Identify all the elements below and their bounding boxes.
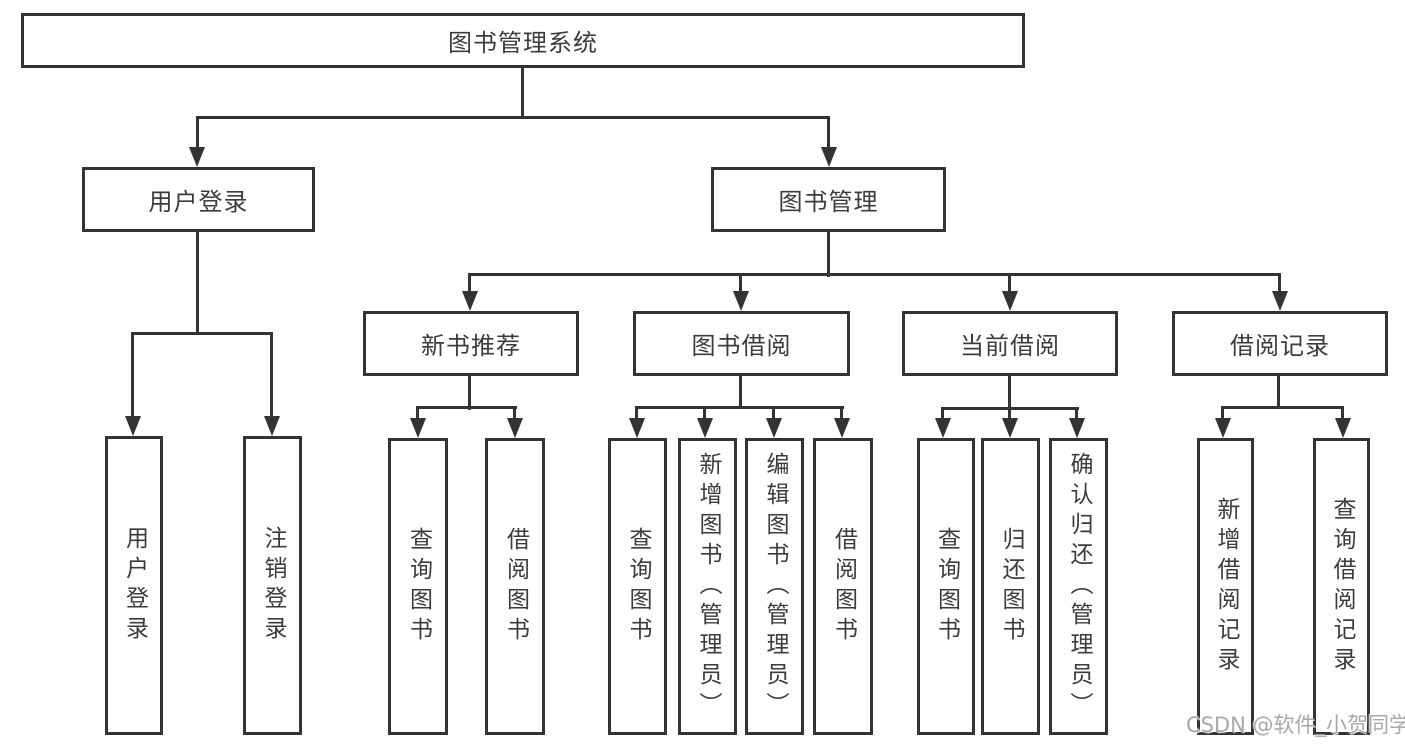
leaf-add-borrow-record: 新增借阅记录 <box>1197 438 1254 735</box>
connector-mgmt-drop-3 <box>1008 273 1011 295</box>
arrow-down-new-book-recommend <box>462 291 478 311</box>
connector-recommend-rail <box>416 406 517 409</box>
leaf-query-book-current: 查询图书 <box>917 438 975 735</box>
connector-current-drop-3 <box>1075 407 1078 420</box>
arrow-down-query-book-borrow <box>629 418 645 438</box>
leaf-user-login-label: 用户登录 <box>121 525 148 646</box>
connector-recommend-drop-2 <box>513 406 516 420</box>
connector-mgmt-drop-1 <box>468 273 471 295</box>
connector-records-rail <box>1221 406 1344 409</box>
connector-mgmt-drop-2 <box>739 273 742 295</box>
node-new-book-recommend: 新书推荐 <box>363 311 579 376</box>
connector-borrow-rail <box>635 406 844 409</box>
connector-root-stem <box>521 68 524 119</box>
node-book-borrow-label: 图书借阅 <box>691 332 792 360</box>
leaf-logout-label: 注销登录 <box>260 525 286 646</box>
leaf-confirm-return-admin: 确认归还（管理员） <box>1049 438 1108 735</box>
connector-borrow-drop-4 <box>840 406 843 420</box>
leaf-add-borrow-record-label: 新增借阅记录 <box>1213 496 1239 677</box>
connector-login-rail <box>131 332 273 335</box>
leaf-borrow-book-label: 借阅图书 <box>830 526 857 647</box>
arrow-down-current-borrow <box>1002 291 1018 311</box>
connector-root-rail <box>196 116 830 119</box>
arrow-down-borrow-records <box>1272 291 1288 311</box>
connector-login-stem <box>196 232 199 335</box>
connector-records-drop-2 <box>1341 406 1344 420</box>
connector-records-drop-1 <box>1221 406 1224 420</box>
arrow-down-leaf-logout <box>264 416 280 436</box>
leaf-query-book-borrow: 查询图书 <box>608 438 667 735</box>
connector-borrow-stem <box>739 376 742 409</box>
leaf-edit-book-admin: 编辑图书（管理员） <box>745 438 804 735</box>
leaf-borrow-book-recommend: 借阅图书 <box>485 438 545 735</box>
arrow-down-leaf-user-login <box>125 416 141 436</box>
arrow-down-book-management <box>821 147 837 167</box>
connector-mgmt-drop-4 <box>1278 273 1281 295</box>
node-user-login-label: 用户登录 <box>148 188 249 216</box>
node-current-borrow: 当前借阅 <box>902 311 1118 376</box>
arrow-down-query-book-current <box>935 418 951 438</box>
connector-records-stem <box>1277 376 1280 409</box>
connector-current-drop-1 <box>941 407 944 420</box>
arrow-down-query-borrow-record <box>1335 418 1351 438</box>
arrow-down-add-book-admin <box>697 418 713 438</box>
arrow-down-confirm-return-admin <box>1069 418 1085 438</box>
node-book-borrow: 图书借阅 <box>633 311 850 376</box>
node-borrow-records-label: 借阅记录 <box>1230 332 1330 360</box>
node-borrow-records: 借阅记录 <box>1172 311 1388 376</box>
node-current-borrow-label: 当前借阅 <box>960 332 1060 360</box>
connector-borrow-drop-2 <box>703 406 706 420</box>
arrow-down-book-borrow <box>733 291 749 311</box>
node-book-management-label: 图书管理 <box>778 188 879 216</box>
arrow-down-return-book <box>1002 418 1018 438</box>
node-new-book-recommend-label: 新书推荐 <box>421 332 521 360</box>
node-user-login: 用户登录 <box>82 167 315 232</box>
connector-root-drop-right <box>827 116 830 150</box>
connector-current-drop-2 <box>1008 407 1011 420</box>
node-library-system: 图书管理系统 <box>21 13 1025 68</box>
leaf-add-book-admin: 新增图书（管理员） <box>678 438 737 735</box>
connector-login-drop-2 <box>270 332 273 418</box>
leaf-add-book-admin-label: 新增图书（管理员） <box>695 451 721 722</box>
arrow-down-add-borrow-record <box>1215 418 1231 438</box>
leaf-query-borrow-record-label: 查询借阅记录 <box>1329 496 1355 677</box>
leaf-query-book-borrow-label: 查询图书 <box>625 526 651 647</box>
connector-recommend-stem <box>468 376 471 410</box>
leaf-edit-book-admin-label: 编辑图书（管理员） <box>762 451 788 722</box>
node-library-system-label: 图书管理系统 <box>448 29 598 57</box>
connector-current-stem <box>1008 376 1011 410</box>
csdn-watermark: CSDN @软件_小贺同学 <box>1186 713 1405 737</box>
leaf-query-book-recommend: 查询图书 <box>388 438 448 735</box>
leaf-user-login: 用户登录 <box>105 436 163 735</box>
leaf-query-book-recommend-label: 查询图书 <box>405 526 432 647</box>
arrow-down-edit-book-admin <box>766 418 782 438</box>
arrow-down-user-login <box>189 147 205 167</box>
leaf-logout: 注销登录 <box>243 436 302 735</box>
connector-recommend-drop-1 <box>416 406 419 420</box>
leaf-confirm-return-admin-label: 确认归还（管理员） <box>1066 451 1092 722</box>
connector-mgmt-rail <box>468 273 1281 276</box>
arrow-down-borrow-book-recommend <box>507 418 523 438</box>
arrow-down-query-book-recommend <box>410 418 426 438</box>
connector-root-drop-left <box>196 116 199 150</box>
leaf-return-book-label: 归还图书 <box>998 526 1024 647</box>
connector-login-drop-1 <box>131 332 134 418</box>
connector-borrow-drop-1 <box>635 406 638 420</box>
connector-mgmt-stem <box>827 232 830 277</box>
connector-borrow-drop-3 <box>772 406 775 420</box>
leaf-borrow-book: 借阅图书 <box>813 438 873 735</box>
leaf-query-borrow-record: 查询借阅记录 <box>1313 438 1370 735</box>
leaf-return-book: 归还图书 <box>981 438 1040 735</box>
leaf-borrow-book-recommend-label: 借阅图书 <box>502 526 529 647</box>
leaf-query-book-current-label: 查询图书 <box>933 526 960 647</box>
arrow-down-borrow-book <box>834 418 850 438</box>
node-book-management: 图书管理 <box>711 167 946 232</box>
